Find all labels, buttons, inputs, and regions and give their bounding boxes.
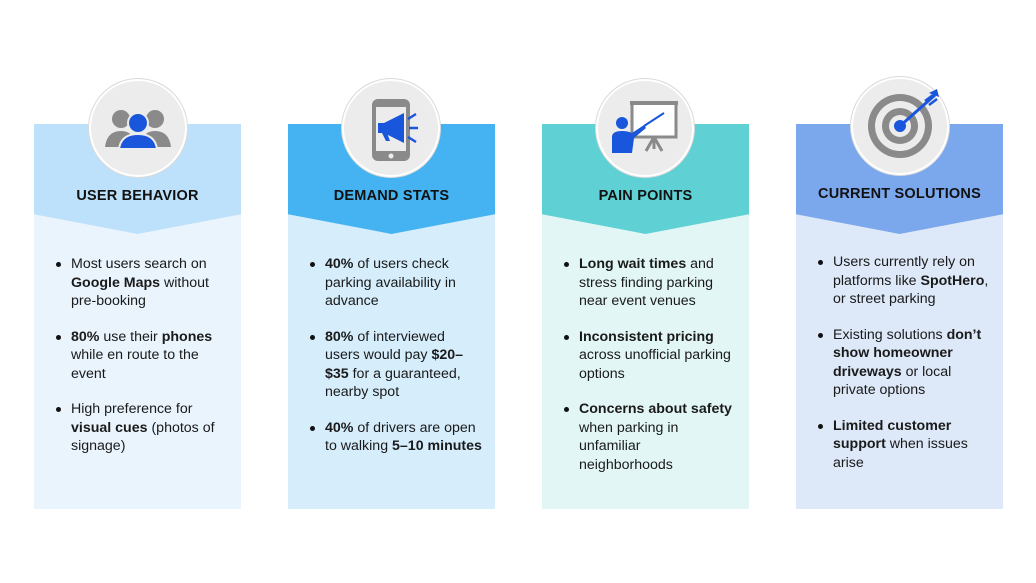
list-item: Most users search on Google Maps without… [56,255,228,311]
text: of drivers are open to walking [325,419,476,455]
list-item: Users currently rely on platforms like S… [818,253,990,309]
users-group-icon [89,79,187,177]
text: of interviewed users would pay [325,328,445,364]
text: High preference for [71,401,193,417]
list-item: Long wait times and stress finding parki… [564,255,736,311]
card-title: CURRENT SOLUTIONS [818,186,981,202]
text: without pre-booking [71,274,209,310]
text: use their [99,328,162,345]
bullet-list: Most users search on Google Maps without… [56,255,228,473]
card-demand-stats: DEMAND STATS 40% of users check parking … [288,124,495,509]
bold-text: 80% [325,328,354,345]
text: (photos of signage) [71,419,215,455]
bullet-list: Long wait times and stress finding parki… [564,255,736,491]
bold-text: visual cues [71,419,148,436]
bold-text: don’t show homeowner driveways [833,326,982,380]
list-item: Inconsistent pricing across unofficial p… [564,328,736,384]
bold-text: Inconsistent pricing [579,328,714,345]
presenter-board-icon [596,79,694,177]
bold-text: 5–10 minutes [392,438,482,454]
bold-text: Concerns about safety [579,401,732,417]
card-pain-points: PAIN POINTS Long wait times and stress f… [542,124,749,509]
phone-megaphone-icon [342,79,440,177]
card-body [796,214,1003,509]
list-item: Existing solutions don’t show homeowner … [818,326,990,400]
list-item: 40% of users check parking availability … [310,255,482,311]
text: , or street parking [833,272,989,308]
card-title: PAIN POINTS [598,188,693,204]
text: Existing solutions [833,326,947,343]
list-item: 40% of drivers are open to walking 5–10 … [310,419,482,456]
text: when issues arise [833,436,968,471]
card-current-solutions: CURRENT SOLUTIONS Users currently rely o… [796,124,1003,509]
text: and stress finding parking near event ve… [579,256,714,309]
list-item: 80% use their phones while en route to t… [56,328,228,384]
bold-text: SpotHero [920,272,985,289]
card-body [288,214,495,509]
list-item: High preference for visual cues (photos … [56,400,228,456]
card-body [542,214,749,509]
text: of users check parking availability in a… [325,256,456,309]
bold-text: 80% [71,328,100,345]
bold-text: 40% [325,256,354,272]
card-title: USER BEHAVIOR [76,188,199,204]
bold-text: Long wait times [579,256,687,272]
bold-text: Google Maps [71,274,161,291]
list-item: Limited customer support when issues ari… [818,417,990,473]
text: while en route to the event [71,347,199,382]
list-item: 80% of interviewed users would pay $20–$… [310,328,482,402]
text: or local private options [833,363,952,399]
card-title: DEMAND STATS [333,188,450,204]
bold-text: 40% [325,419,354,436]
bullet-list: Users currently rely on platforms like S… [818,253,990,489]
bullet-list: 40% of users check parking availability … [310,255,482,473]
text: when parking in unfamiliar neighborhoods [579,419,679,473]
card-user-behavior: USER BEHAVIOR Most users search on Googl… [34,124,241,509]
card-body [34,214,241,509]
bold-text: $20–$35 [325,347,464,382]
text: across unofficial parking options [579,347,731,382]
target-arrow-icon [851,77,949,175]
text: for a guaranteed, nearby spot [325,365,461,401]
text: Most users search on [71,256,207,272]
list-item: Concerns about safety when parking in un… [564,400,736,474]
bold-text: phones [161,328,213,345]
text: Users currently rely on platforms like [833,254,975,289]
bold-text: Limited customer support [833,417,952,453]
